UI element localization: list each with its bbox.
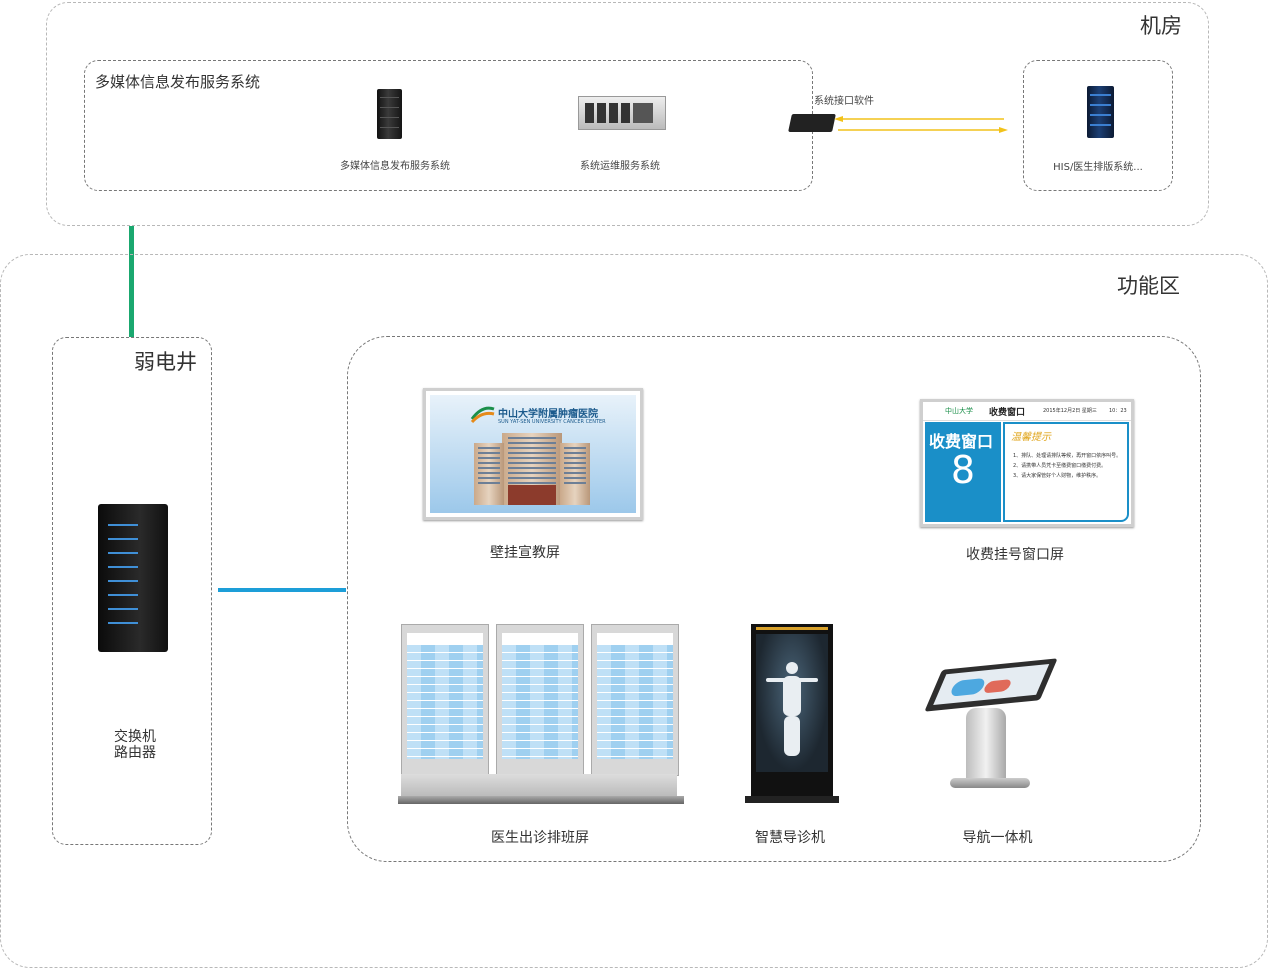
smart-guide-caption: 智慧导诊机 [755, 830, 825, 846]
hospital-building-wing-right [560, 443, 590, 505]
fee-window-device: 中山大学 收费窗口 2015年12月2日 星期三 10：23 收费窗口 8 温馨… [920, 399, 1134, 527]
data-exchange-arrows [834, 116, 1008, 133]
media-server-icon [377, 89, 402, 139]
hospital-entrance [508, 485, 556, 505]
human-body-figure [786, 662, 798, 674]
fee-header-title: 收费窗口 [989, 408, 1026, 418]
interface-gateway-icon [788, 114, 836, 132]
smart-guide-device [751, 624, 833, 800]
his-group [1023, 60, 1173, 191]
uplink-green-line [129, 226, 134, 337]
switch-router-caption-1: 交换机 [114, 729, 156, 745]
fee-logo-text: 中山大学 [945, 407, 973, 415]
schedule-screen-device-2 [496, 624, 584, 776]
smart-guide-foot [745, 796, 839, 803]
schedule-screen-stand [401, 774, 677, 796]
nav-kiosk-base [950, 778, 1030, 788]
fee-window-label: 收费窗口 [929, 432, 994, 451]
terminal-devices-group [347, 336, 1201, 862]
interface-caption: 系统接口软件 [814, 96, 874, 107]
multimedia-system-label: 多媒体信息发布服务系统 [95, 73, 261, 91]
human-body-torso [783, 676, 801, 716]
schedule-screen-device-3 [591, 624, 679, 776]
human-body-legs [784, 716, 800, 756]
human-body-arms [766, 678, 818, 682]
schedule-screen-caption: 医生出诊排班屏 [491, 830, 589, 846]
ops-server-icon [578, 96, 666, 130]
his-server-icon [1087, 86, 1114, 138]
fee-tip-title: 温馨提示 [1011, 432, 1051, 443]
machine-room-zone [46, 2, 1209, 226]
his-server-caption: HIS/医生排版系统... [1053, 162, 1143, 173]
ops-server-caption: 系统运维服务系统 [580, 161, 660, 172]
fee-tip-1: 1、排队、处理请排队等候，再开窗口依序叫号。 [1013, 453, 1122, 459]
schedule-screen-base [398, 796, 684, 804]
wall-screen-device: 中山大学附属肿瘤医院 SUN YAT-SEN UNIVERSITY CANCER… [423, 388, 643, 520]
weak-shaft-label: 弱电井 [134, 350, 197, 374]
hospital-english-name: SUN YAT-SEN UNIVERSITY CANCER CENTER [498, 419, 606, 425]
downlink-blue-line [218, 588, 346, 592]
function-area-label: 功能区 [1117, 274, 1180, 298]
fee-window-caption: 收费挂号窗口屏 [966, 547, 1064, 563]
function-area-zone [0, 254, 1268, 968]
hospital-logo-icon [470, 406, 495, 424]
fee-date: 2015年12月2日 星期三 [1043, 408, 1097, 414]
machine-room-label: 机房 [1140, 14, 1182, 38]
schedule-screen-device-1 [401, 624, 489, 776]
media-server-caption: 多媒体信息发布服务系统 [340, 161, 450, 172]
weak-shaft-group [52, 337, 212, 845]
hospital-building-wing [474, 443, 504, 505]
wall-screen-caption: 壁挂宣教屏 [490, 545, 560, 561]
fee-time: 10：23 [1109, 408, 1127, 414]
nav-kiosk-caption: 导航一体机 [962, 830, 1033, 846]
fee-window-number: 8 [950, 448, 976, 492]
switch-router-caption-2: 路由器 [114, 745, 156, 761]
switch-router-icon [98, 504, 168, 652]
fee-tip-2: 2、请携带人员凭卡至缴费窗口缴费付费。 [1013, 463, 1107, 469]
nav-kiosk-stand [966, 708, 1006, 782]
fee-tip-3: 3、请大家保管好个人财物，维护秩序。 [1013, 473, 1102, 479]
hospital-name: 中山大学附属肿瘤医院 [498, 409, 598, 420]
